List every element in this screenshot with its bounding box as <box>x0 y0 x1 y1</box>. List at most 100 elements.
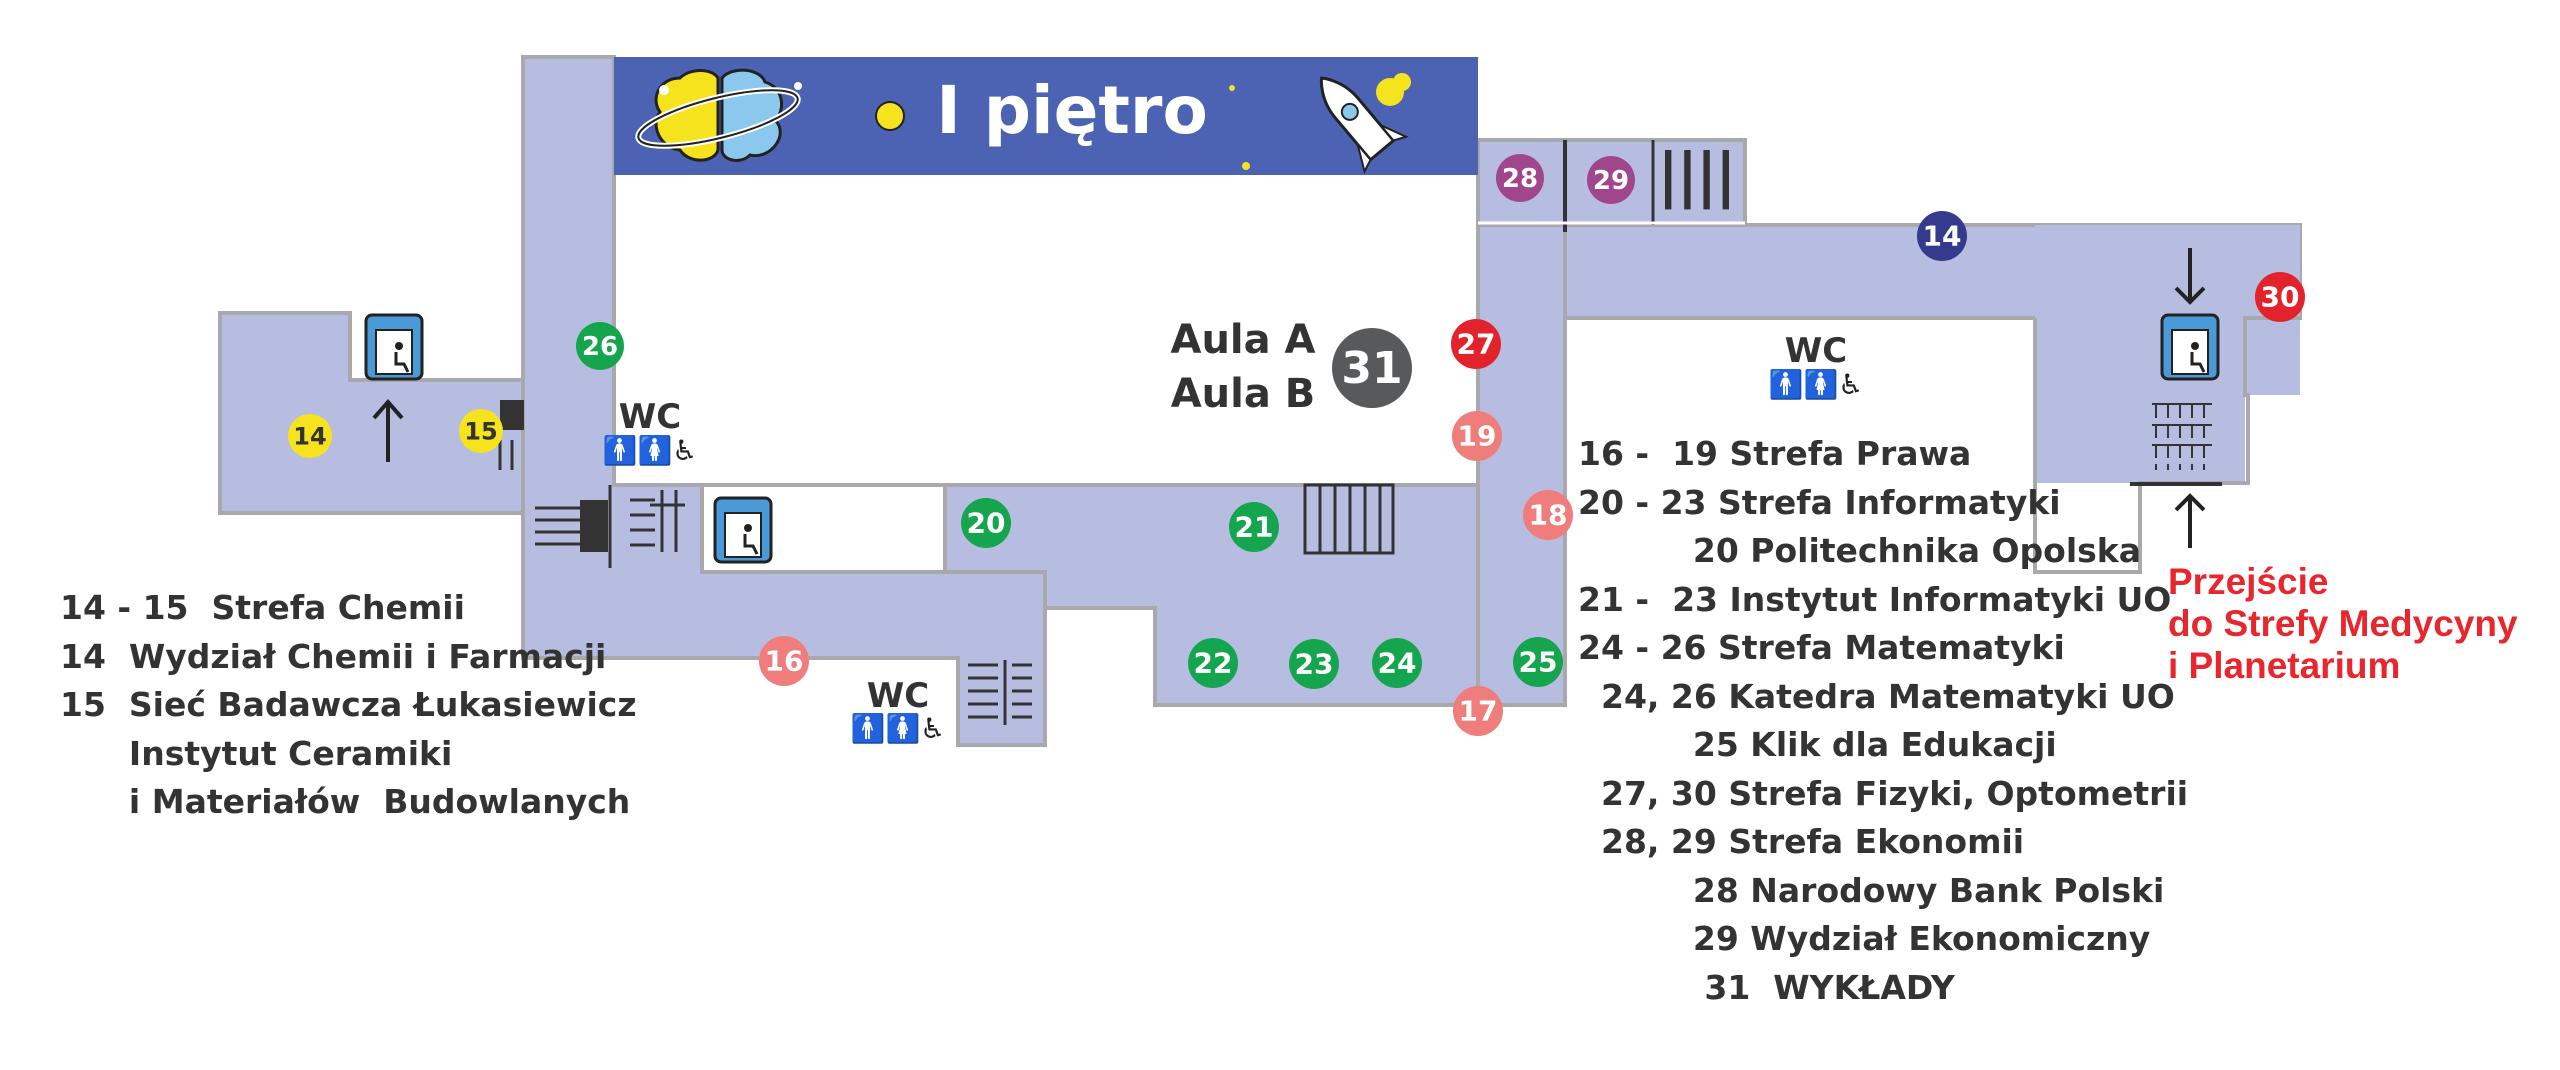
transfer-line-1: Przejście <box>2168 561 2329 602</box>
stairs-icon <box>2130 403 2222 486</box>
stairs-icon <box>535 485 678 568</box>
room-badge-27: 27 <box>1451 319 1501 369</box>
stairs-icon <box>1303 483 1395 555</box>
legend-entry: 28, 29 Strefa Ekonomii <box>1578 822 2025 861</box>
badge-label: 25 <box>1519 646 1558 679</box>
legend-entry: 28 Narodowy Bank Polski <box>1578 870 2165 910</box>
wc-label: WC <box>867 676 929 716</box>
corridors <box>218 55 2302 747</box>
badge-label: 29 <box>1593 166 1629 196</box>
room-badges: 14 15 26 20 21 22 23 24 25 16 17 18 19 27 30 28 29 14 31 <box>288 154 2305 736</box>
badge-circle <box>459 409 503 453</box>
legend-entry: 14 - 15 Strefa Chemii <box>60 588 465 627</box>
badge-label: 22 <box>1194 647 1233 680</box>
elevator-icon <box>713 496 773 564</box>
badge-label: 14 <box>293 422 326 450</box>
rocket-flame <box>1393 73 1411 91</box>
room-badge-19: 19 <box>1452 411 1502 461</box>
badge-circle <box>1332 328 1412 408</box>
badge-label: 30 <box>2261 281 2300 314</box>
badge-circle <box>1917 211 1967 261</box>
badge-circle <box>961 498 1011 548</box>
room-badge-15: 15 <box>459 409 503 453</box>
elevator-icon <box>364 313 424 381</box>
legend-entry: 25 Klik dla Edukacji <box>1578 725 2057 764</box>
legend-entry: 21 - 23 Instytut Informatyki UO <box>1578 579 2172 619</box>
east-bay-outline <box>2033 316 2300 574</box>
room-badge-18: 18 <box>1523 490 1573 540</box>
badge-label: 16 <box>765 645 804 678</box>
east-connector <box>1476 223 1567 707</box>
badge-circle <box>1451 319 1501 369</box>
arrow-icon <box>2174 493 2206 548</box>
badge-circle <box>1513 637 1563 687</box>
arrow-icon <box>372 398 404 462</box>
room-badge-29: 29 <box>1587 156 1635 204</box>
legend-entry: 20 - 23 Strefa Informatyki <box>1578 482 2061 522</box>
legend-left: 14 - 15 Strefa Chemii 14 Wydział Chemii i… <box>60 584 637 827</box>
room-badge-24: 24 <box>1372 638 1422 688</box>
badge-label: 21 <box>1235 511 1274 544</box>
legend-entry: 14 Wydział Chemii i Farmacji <box>60 636 607 676</box>
legend-entry: 24, 26 Katedra Matematyki UO <box>1578 676 2175 716</box>
toilet-icon: 🚹🚺♿ <box>603 434 698 467</box>
elevator-icon <box>2160 313 2220 381</box>
badge-label: 24 <box>1378 647 1417 680</box>
room-badge-21: 21 <box>1229 502 1279 552</box>
legend-entry: 20 Politechnika Opolska <box>1578 531 2142 570</box>
transfer-line-2: do Strefy Medycyny <box>2168 603 2518 644</box>
legend-entry: 31 WYKŁADY <box>1578 967 1955 1007</box>
badge-label: 18 <box>1529 499 1568 532</box>
room-badge-28: 28 <box>1496 154 1544 202</box>
room-badge-22: 22 <box>1188 638 1238 688</box>
stairs-icon <box>498 400 524 470</box>
badge-circle <box>576 322 624 370</box>
legend-entry: 29 Wydział Ekonomiczny <box>1578 919 2151 958</box>
star-dot <box>875 101 905 131</box>
room-badge-31: 31 <box>1332 328 1412 408</box>
aula-b-label: Aula B <box>1171 371 1316 417</box>
room-badge-26: 26 <box>576 322 624 370</box>
arrow-icon <box>2174 248 2206 305</box>
badge-circle <box>1523 490 1573 540</box>
star-dot <box>1229 85 1235 91</box>
room-badge-17: 17 <box>1453 686 1503 736</box>
east-bay <box>2035 225 2300 572</box>
badge-circle <box>1496 154 1544 202</box>
page-title: I piętro <box>936 72 1208 149</box>
badge-label: 23 <box>1295 648 1334 681</box>
badge-circle <box>288 414 332 458</box>
legend-entry: i Materiałów Budowlanych <box>60 782 631 821</box>
badge-label: 19 <box>1458 420 1497 453</box>
transfer-line-3: i Planetarium <box>2168 645 2401 686</box>
badge-circle <box>1453 686 1503 736</box>
room-badge-23: 23 <box>1289 639 1339 689</box>
room-badge-16: 16 <box>759 636 809 686</box>
stairs-icon <box>968 660 1032 725</box>
badge-label: 31 <box>1341 343 1402 394</box>
legend-entry: 15 Sieć Badawcza Łukasiewicz <box>60 685 637 724</box>
transfer-note: Przejście do Strefy Medycyny i Planetari… <box>2168 561 2518 687</box>
badge-label: 14 <box>1923 220 1962 253</box>
aula-a-label: Aula A <box>1170 317 1315 363</box>
badge-label: 27 <box>1457 328 1496 361</box>
room-badge-14a: 14 <box>288 414 332 458</box>
toilet-icon: 🚹🚺♿ <box>851 712 946 745</box>
rocket-icon <box>1319 76 1409 175</box>
room-badge-30: 30 <box>2255 272 2305 322</box>
badge-circle <box>1587 156 1635 204</box>
badge-circle <box>759 636 809 686</box>
badge-label: 28 <box>1502 164 1538 194</box>
wc-label: WC <box>619 397 681 437</box>
legend-entry: Instytut Ceramiki <box>60 733 453 773</box>
toilet-icon: 🚹🚺♿ <box>1769 368 1864 401</box>
star-dot <box>1242 162 1250 170</box>
badge-circle <box>1452 411 1502 461</box>
badge-label: 20 <box>967 507 1006 540</box>
badge-circle <box>1229 502 1279 552</box>
badge-circle <box>2255 272 2305 322</box>
badge-circle <box>1188 638 1238 688</box>
badge-circle <box>1289 639 1339 689</box>
